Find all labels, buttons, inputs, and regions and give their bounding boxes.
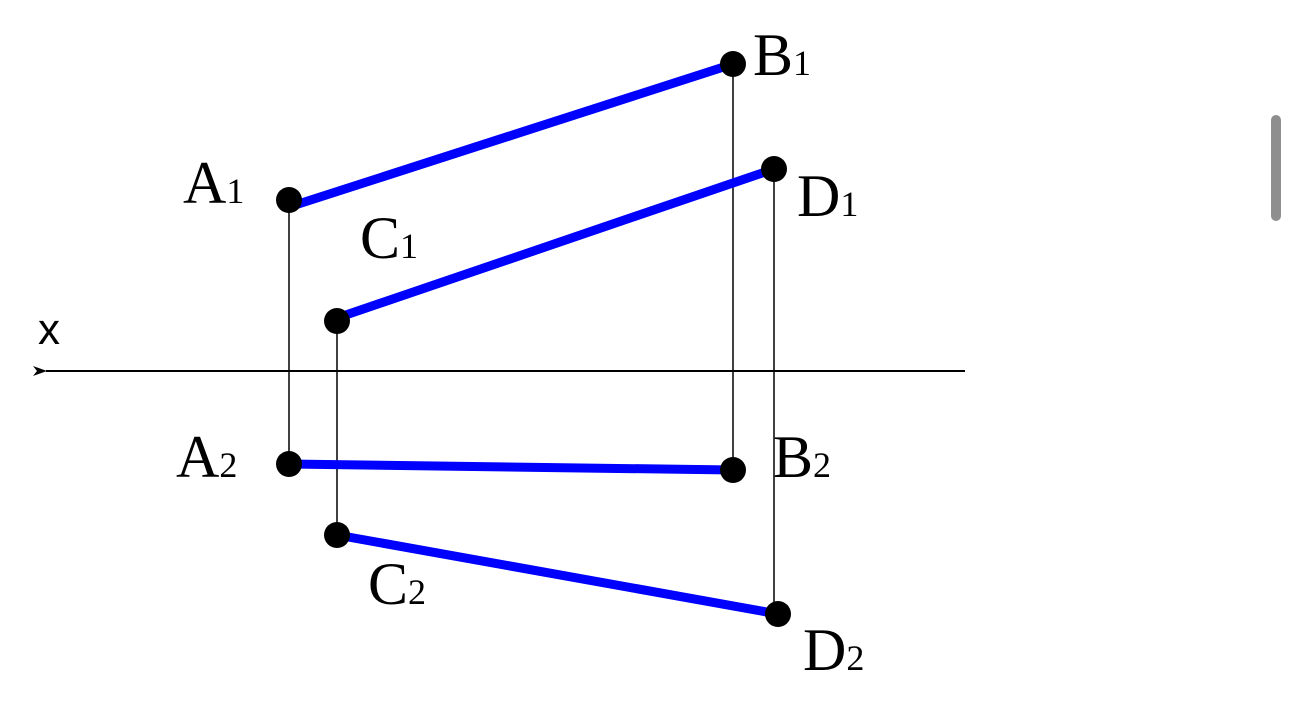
point-b1 bbox=[720, 51, 746, 77]
x-axis-label: x bbox=[38, 305, 60, 354]
segment-c1-d1 bbox=[332, 164, 779, 323]
point-a1 bbox=[276, 187, 302, 213]
point-a2 bbox=[276, 451, 302, 477]
label-a2: A2 bbox=[176, 424, 237, 490]
segment-a1-b1 bbox=[284, 59, 738, 212]
point-c1 bbox=[324, 308, 350, 334]
label-a1: A1 bbox=[183, 150, 244, 216]
point-b2 bbox=[720, 457, 746, 483]
segment-c2-d2 bbox=[332, 530, 783, 619]
point-c2 bbox=[324, 522, 350, 548]
label-c2: C2 bbox=[368, 551, 426, 617]
label-d2: D2 bbox=[803, 617, 864, 683]
label-b1: B1 bbox=[753, 22, 811, 88]
point-d2 bbox=[765, 601, 791, 627]
label-c1: C1 bbox=[360, 205, 418, 271]
point-d1 bbox=[761, 156, 787, 182]
segment-a2-b2 bbox=[284, 459, 738, 475]
label-d1: D1 bbox=[797, 163, 858, 229]
label-b2: B2 bbox=[773, 424, 831, 490]
vertical-scrollbar-thumb[interactable] bbox=[1271, 115, 1281, 221]
